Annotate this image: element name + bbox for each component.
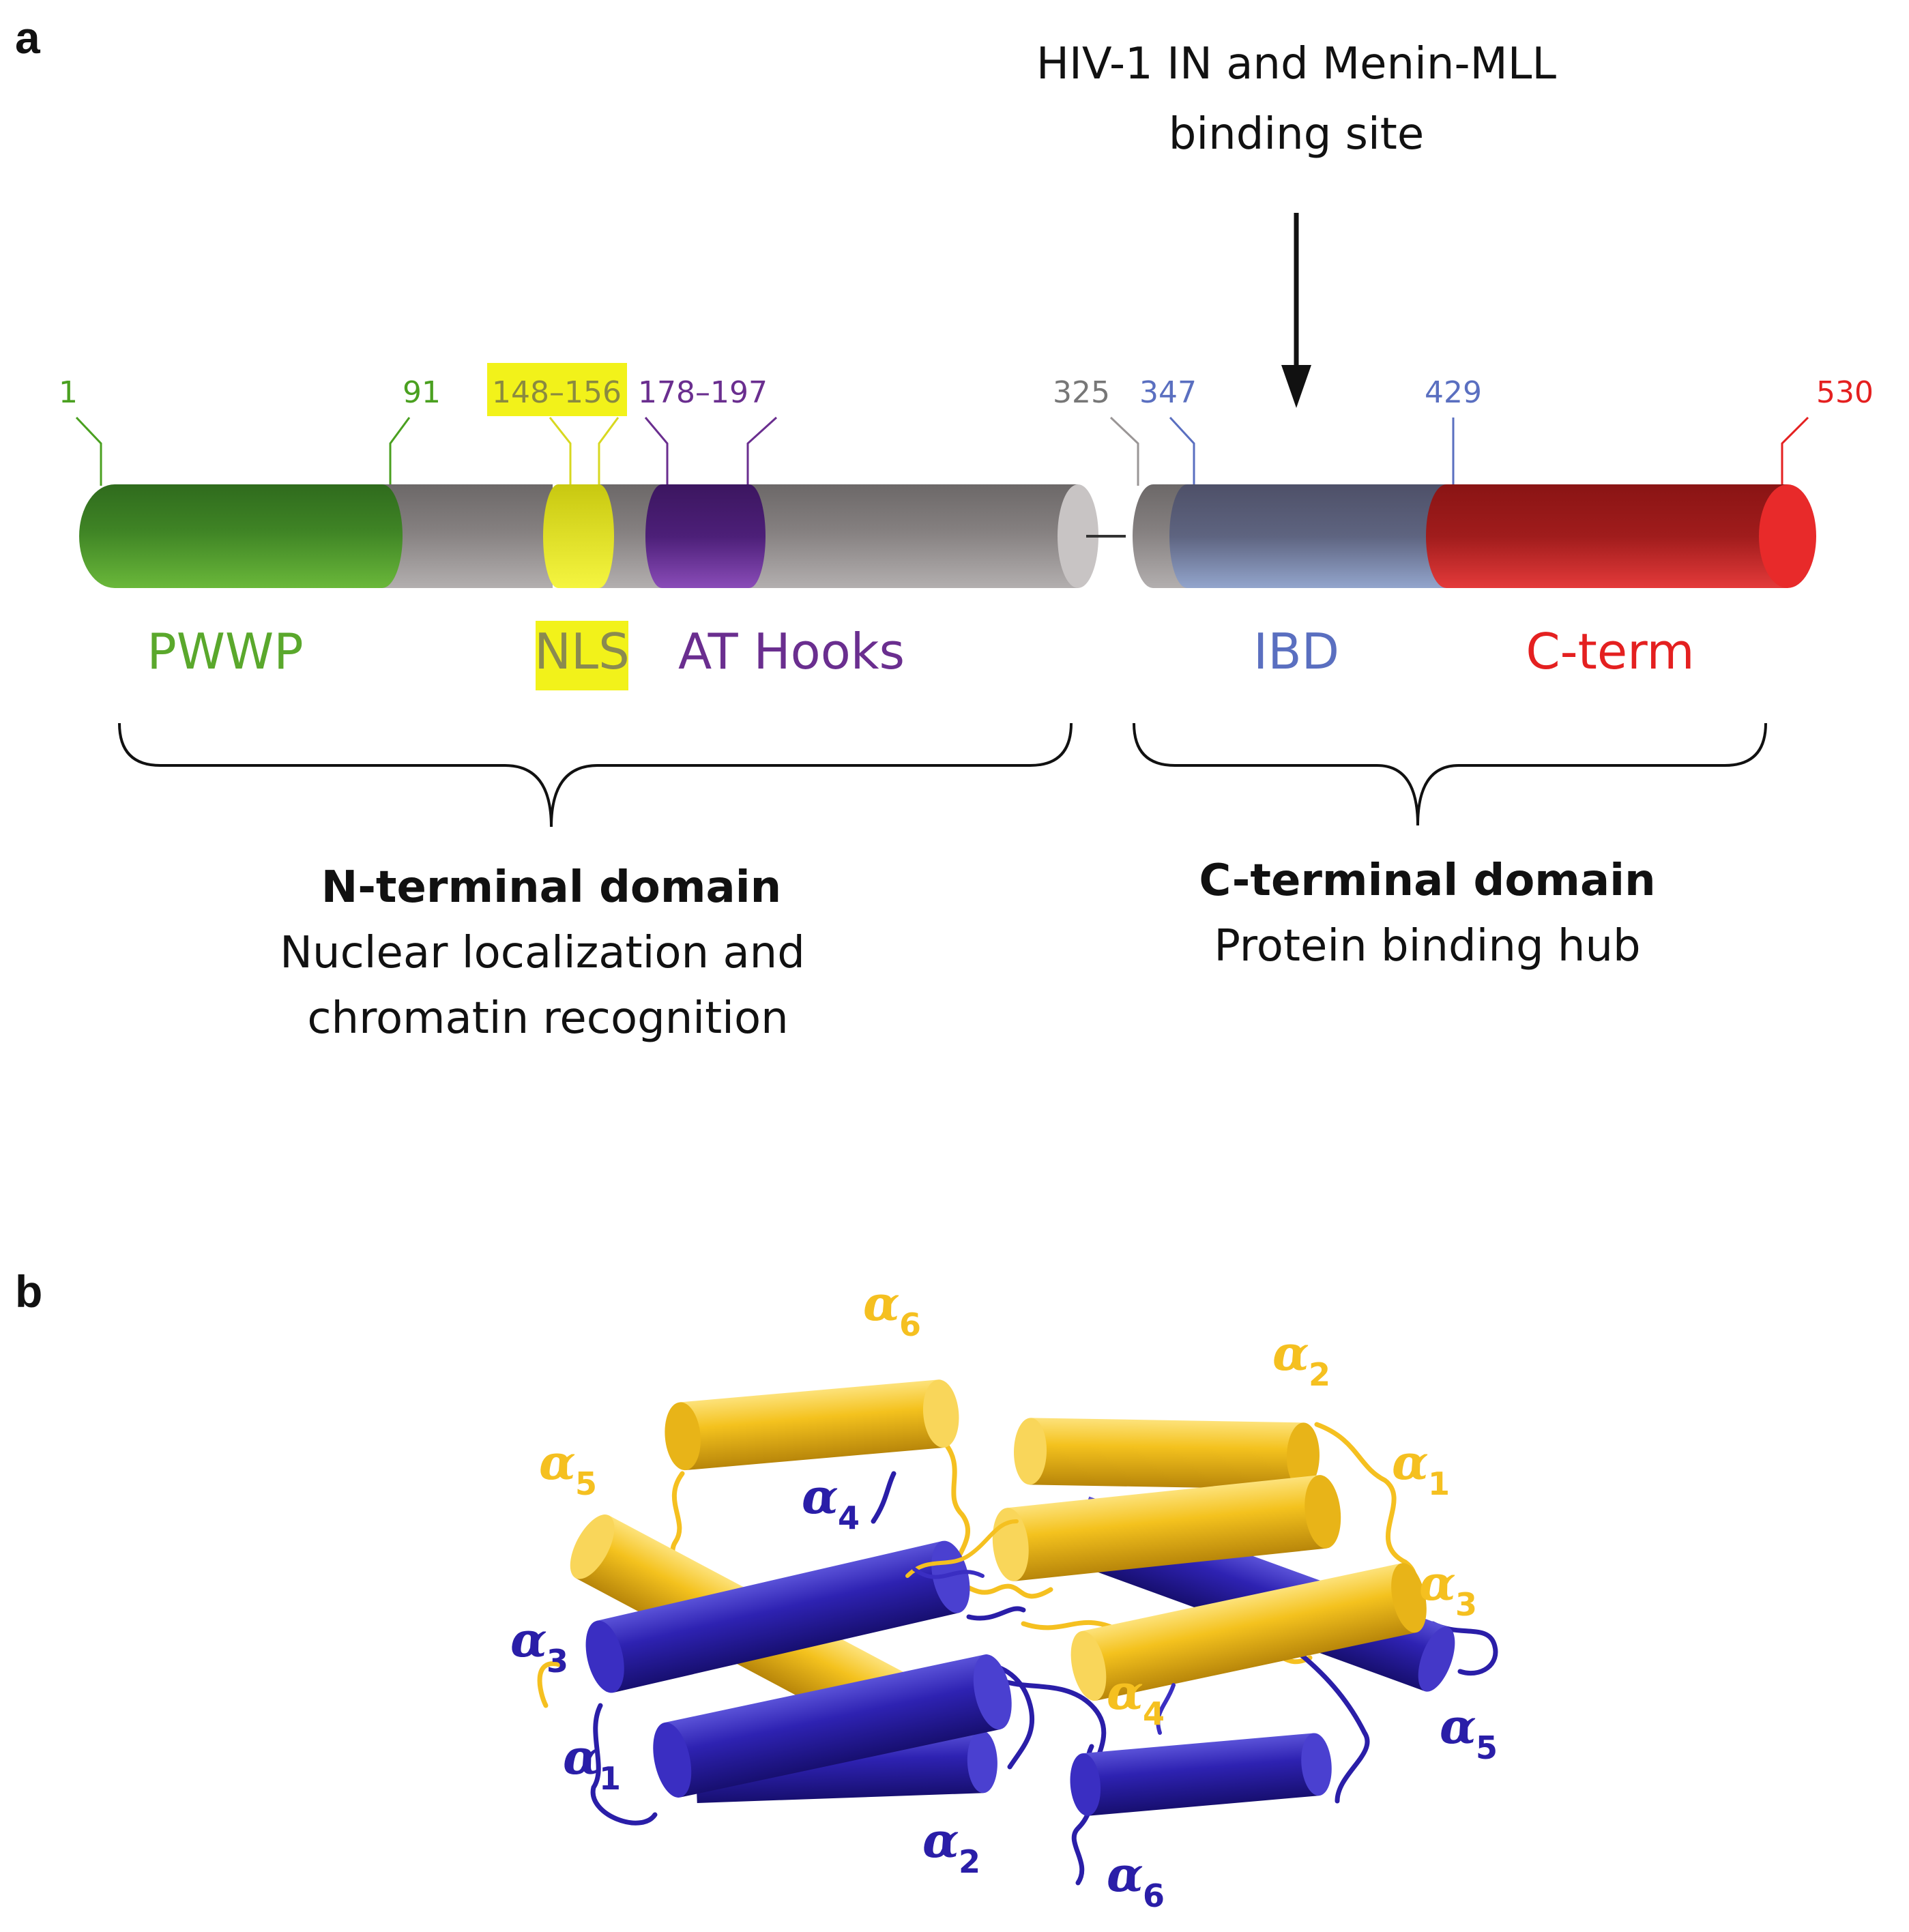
n-terminal-bar-end-cap — [1058, 484, 1098, 588]
pwwp-segment — [79, 484, 382, 588]
linker-segment-1 — [382, 484, 553, 588]
nls-label: NLS — [534, 623, 630, 680]
yellow-helix-4-subscript: 4 — [1143, 1695, 1165, 1732]
at-hooks-segment — [662, 484, 749, 588]
position-347-label: 347 — [1139, 375, 1197, 410]
helix-dimer-structure: α 6 α 2 α 5 α 1 α 3 α 4 α 4 α 3 α 1 α 2 … — [510, 1275, 1498, 1914]
position-429-label: 429 — [1425, 375, 1482, 410]
blue-helix-6-subscript: 6 — [1143, 1877, 1165, 1914]
yellow-helix-5-subscript: 5 — [575, 1465, 597, 1502]
position-178-197-label: 178–197 — [638, 375, 768, 410]
c-terminal-desc-line1: Protein binding hub — [1214, 921, 1640, 971]
blue-helix-5-label: α — [1440, 1698, 1476, 1755]
pwwp-label: PWWP — [147, 623, 303, 680]
blue-helix-1-subscript: 1 — [599, 1760, 621, 1797]
panel-a-label: a — [15, 12, 41, 63]
yellow-helix-4-label: α — [1107, 1664, 1143, 1721]
c-term-label: C-term — [1526, 623, 1694, 680]
position-325-label: 325 — [1053, 375, 1110, 410]
c-terminal-title: C-terminal domain — [1199, 855, 1655, 906]
binding-site-label-line1: HIV-1 IN and Menin-MLL — [1036, 39, 1557, 89]
position-530-label: 530 — [1816, 375, 1874, 410]
c-term-segment — [1446, 484, 1788, 588]
yellow-helix-3-subscript: 3 — [1455, 1586, 1477, 1623]
blue-helix-4-subscript: 4 — [838, 1499, 860, 1536]
yellow-helix-1-label: α — [1392, 1434, 1429, 1491]
yellow-helix-1-subscript: 1 — [1428, 1465, 1450, 1502]
n-terminal-bar — [79, 484, 1098, 588]
blue-helix-4-label: α — [802, 1468, 839, 1525]
yellow-helix-6-subscript: 6 — [899, 1306, 921, 1343]
n-terminal-desc-line2: chromatin recognition — [307, 993, 788, 1044]
yellow-helix-2-subscript: 2 — [1309, 1356, 1330, 1393]
n-terminal-title: N-terminal domain — [321, 862, 781, 913]
position-1-label: 1 — [59, 375, 78, 410]
yellow-helix-3-label: α — [1419, 1555, 1456, 1611]
blue-helix-3-subscript: 3 — [547, 1643, 568, 1680]
c-terminal-bar — [1133, 484, 1816, 588]
yellow-helix-6-label: α — [863, 1275, 900, 1332]
yellow-helix-5-label: α — [539, 1434, 576, 1491]
blue-helix-1-label: α — [563, 1729, 600, 1785]
panel-b-label: b — [15, 1266, 42, 1317]
binding-site-arrow-head — [1281, 365, 1311, 408]
position-148-156-label: 148–156 — [492, 375, 622, 410]
blue-helix-2-label: α — [922, 1812, 959, 1869]
nls-position-highlight — [487, 363, 627, 416]
ibd-label: IBD — [1253, 623, 1339, 680]
c-terminal-bar-end-cap — [1759, 484, 1816, 588]
position-leader-lines — [75, 416, 1809, 486]
blue-helix-3-label: α — [510, 1611, 547, 1668]
linker-segment-3 — [749, 484, 1078, 588]
n-terminal-brace — [118, 722, 1073, 828]
blue-helix-2-subscript: 2 — [959, 1843, 980, 1880]
c-terminal-brace — [1133, 722, 1767, 826]
at-hooks-label: AT Hooks — [678, 623, 905, 680]
position-91-label: 91 — [403, 375, 441, 410]
ibd-segment — [1187, 484, 1446, 588]
yellow-helix-2-label: α — [1272, 1325, 1309, 1381]
blue-helix-5-subscript: 5 — [1476, 1729, 1498, 1766]
nls-label-highlight — [536, 621, 628, 690]
nls-segment — [558, 484, 599, 588]
n-terminal-desc-line1: Nuclear localization and — [280, 928, 805, 978]
binding-site-label-line2: binding site — [1169, 109, 1425, 160]
blue-helix-6-label: α — [1107, 1846, 1143, 1903]
